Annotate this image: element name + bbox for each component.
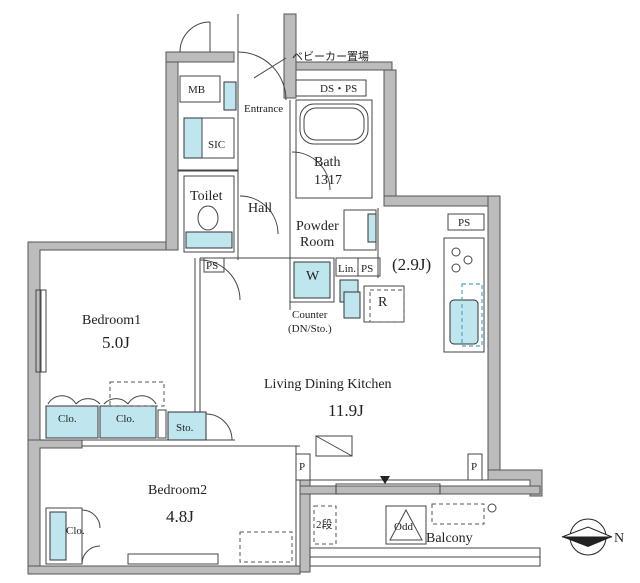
label-kitchen-size: (2.9J)	[392, 255, 431, 274]
entrance-area	[179, 14, 367, 159]
label-bedroom2: Bedroom2	[148, 483, 207, 498]
living-details	[295, 435, 483, 495]
label-sto: Sto.	[176, 422, 194, 434]
label-mb: MB	[188, 84, 205, 96]
label-sic: SIC	[208, 139, 225, 151]
label-ldk: Living Dining Kitchen	[264, 377, 392, 392]
label-p-1: P	[299, 461, 305, 473]
label-clo-1: Clo.	[58, 413, 77, 425]
label-ldk-size: 11.9J	[328, 401, 364, 420]
label-bedroom2-size: 4.8J	[166, 507, 194, 526]
label-counter-1: Counter	[292, 309, 328, 321]
label-counter-2: (DN/Sto.)	[288, 323, 332, 335]
label-bath-size: 1317	[314, 173, 342, 188]
balcony-details	[313, 503, 497, 545]
bedroom1-closets	[45, 381, 233, 441]
exterior-walls	[27, 13, 543, 575]
label-powder-2: Room	[300, 235, 334, 250]
powder-room	[289, 209, 381, 319]
labels: MB ベビーカー置場 Entrance DS・PS SIC Bath 1317 …	[58, 50, 624, 546]
label-bedroom1: Bedroom1	[82, 313, 141, 328]
hall-doors	[199, 151, 331, 301]
label-odd: Odd	[394, 521, 413, 533]
label-clo-2: Clo.	[116, 413, 135, 425]
bathroom	[295, 99, 373, 199]
label-r: R	[378, 295, 388, 310]
label-ds-ps: DS・PS	[320, 83, 357, 95]
label-balcony: Balcony	[426, 531, 473, 546]
label-stair: 2段	[316, 517, 333, 531]
kitchen	[363, 208, 485, 353]
label-powder-1: Powder	[296, 219, 339, 234]
label-ps-hall: PS	[206, 260, 218, 272]
label-toilet: Toilet	[190, 189, 223, 204]
label-bedroom1-size: 5.0J	[102, 333, 130, 352]
bedroom2-closet	[45, 507, 293, 565]
label-clo-3: Clo.	[66, 525, 85, 537]
label-bath: Bath	[314, 155, 340, 170]
north-compass	[561, 518, 613, 556]
toilet-room	[183, 175, 235, 273]
label-entrance: Entrance	[244, 103, 283, 115]
label-ps-small: PS	[361, 263, 373, 275]
bedroom1-window	[35, 289, 47, 373]
label-north: N	[614, 531, 624, 546]
label-ps-kitchen: PS	[458, 217, 470, 229]
label-w: W	[306, 269, 320, 284]
label-hall: Hall	[248, 201, 272, 216]
label-baby-car: ベビーカー置場	[292, 50, 369, 63]
label-p-2: P	[471, 461, 477, 473]
label-lin: Lin.	[338, 263, 356, 275]
